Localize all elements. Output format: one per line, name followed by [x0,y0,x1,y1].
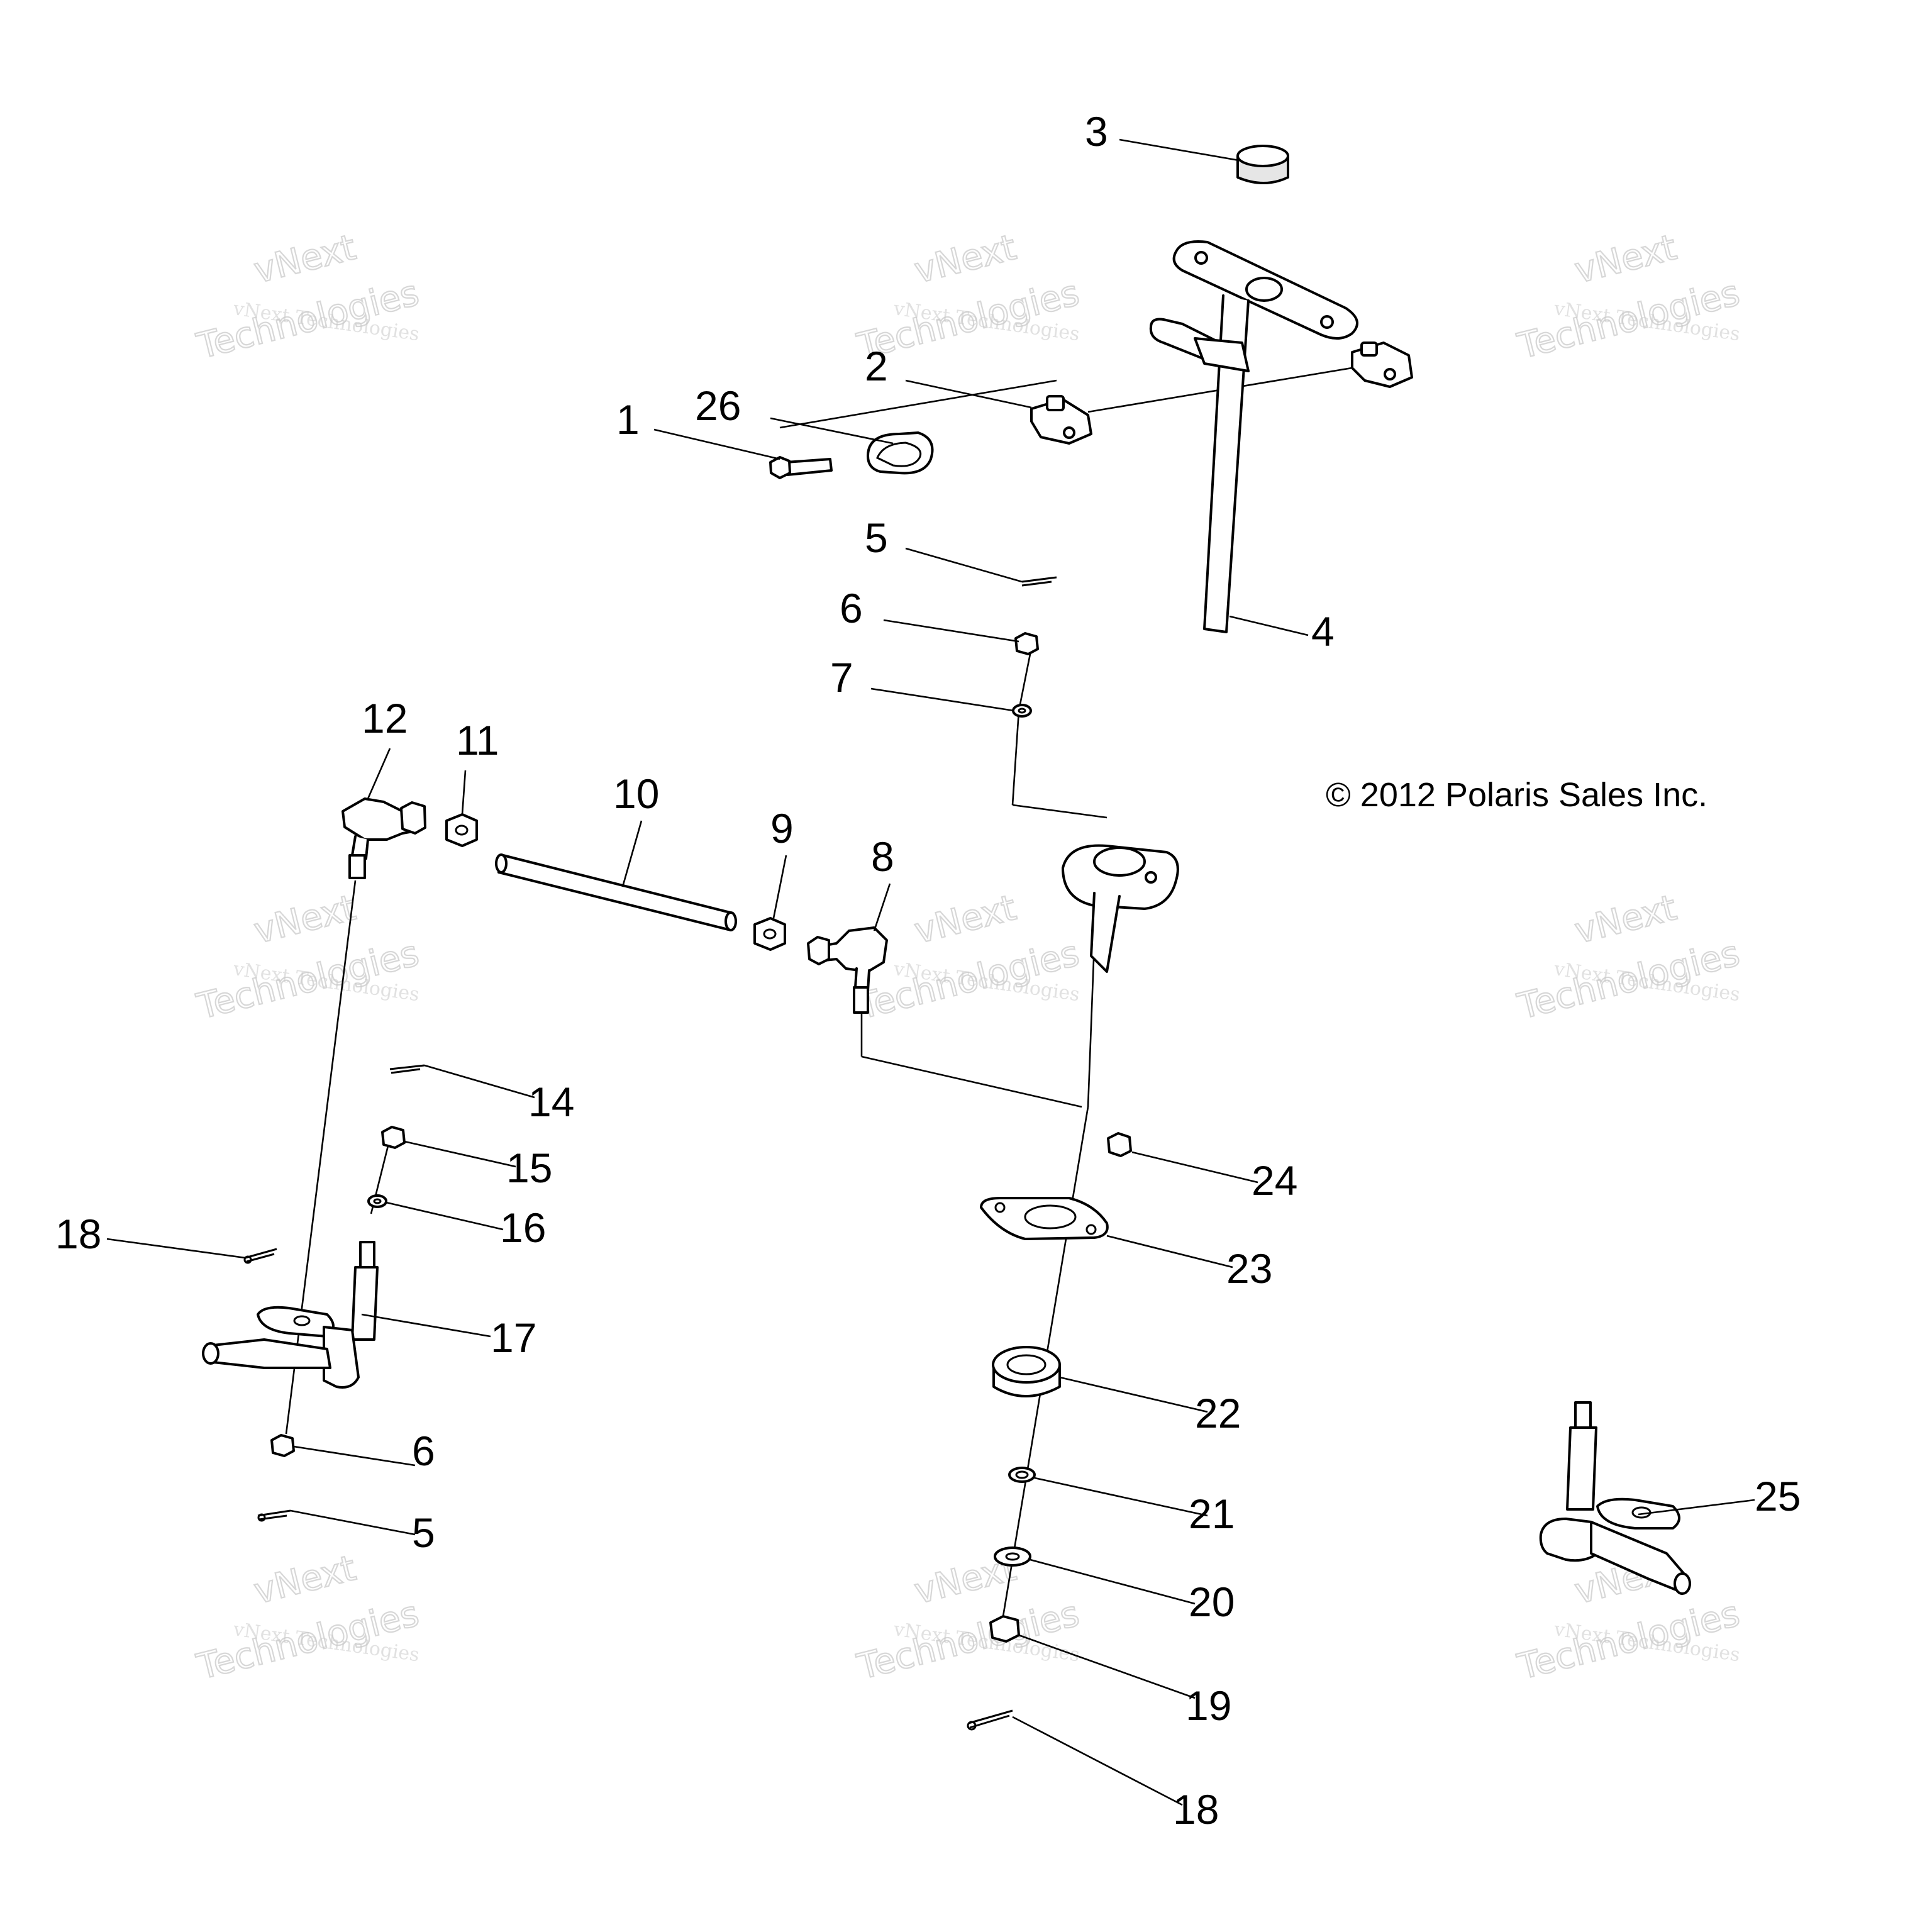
part-9-nut [753,917,786,951]
callout-7: 7 [830,654,853,701]
part-20-washer [994,1546,1031,1567]
callout-11: 11 [456,717,499,763]
callout-2: 2 [865,343,888,389]
part-17-spindle [202,1241,379,1389]
watermark: vNext Technologies vNext Technologies [192,226,424,368]
watermark-large-1: vNext [911,887,1020,952]
part-10-tie-rod [495,853,737,931]
part-26-bracket [867,431,934,475]
part-14-cotter-pin [389,1064,425,1074]
part-18-cotter-pin-left [243,1248,277,1264]
leader-lines [106,138,1755,1806]
part-16-washer [367,1194,387,1208]
watermark: vNext Technologies vNext Technologies [192,1547,424,1689]
part-12-tie-rod-end [341,797,426,879]
callout-19: 19 [1185,1682,1231,1729]
callout-24: 24 [1252,1157,1297,1204]
watermark-large-1: vNext [250,227,360,292]
part-5-cotter-pin-lower [257,1509,291,1522]
part-6-castle-nut-upper [1014,632,1039,655]
watermark-large-1: vNext [911,227,1020,292]
part-22-bearing [992,1346,1061,1397]
watermark: vNext Technologies vNext Technologies [1513,887,1745,1028]
part-23-flange [980,1197,1109,1240]
callout-26: 26 [695,382,741,429]
watermark: vNext Technologies vNext Technologies [192,887,424,1028]
part-7-washer [1012,704,1032,718]
callout-21: 21 [1189,1491,1235,1537]
callout-12: 12 [362,695,408,741]
part-2-clamp [1030,341,1413,445]
watermark: vNext Technologies vNext Technologies [853,1547,1084,1689]
callout-5-lower: 5 [412,1509,435,1556]
part-18-cotter-pin-bottom [967,1709,1013,1731]
callout-8: 8 [871,833,894,880]
part-25-spindle [1539,1401,1691,1595]
callout-6-upper: 6 [840,585,863,631]
callout-20: 20 [1189,1579,1235,1625]
callout-18-left: 18 [55,1211,101,1257]
watermark-large-1: vNext [250,1548,360,1613]
callout-6-lower: 6 [412,1428,435,1474]
part-15-castle-nut [381,1126,406,1149]
callout-4: 4 [1311,608,1335,655]
callout-16: 16 [500,1204,546,1251]
part-1-bolt [769,456,833,479]
part-24-nut [1107,1132,1132,1157]
watermark: vNext Technologies vNext Technologies [1513,226,1745,368]
part-6-castle-nut-lower [270,1434,295,1457]
copyright-notice: © 2012 Polaris Sales Inc. [1326,776,1707,814]
callout-14: 14 [528,1079,574,1125]
callout-15: 15 [506,1145,552,1191]
callout-labels: 3 2 1 26 5 6 7 4 8 9 10 11 12 14 15 16 1… [55,108,1801,1833]
callout-3: 3 [1085,108,1108,155]
part-5-cotter-pin-upper [1021,576,1057,587]
watermark-large-1: vNext [1571,227,1680,292]
part-19-castle-nut [989,1615,1020,1643]
callout-17: 17 [491,1314,536,1361]
part-4-steering-post [1062,240,1358,973]
callout-18-bottom: 18 [1173,1786,1219,1833]
part-8-tie-rod-end [807,926,888,1014]
callout-23: 23 [1226,1245,1272,1292]
callout-10: 10 [613,770,659,817]
part-3-cap [1236,145,1289,184]
callout-25: 25 [1755,1473,1801,1519]
callout-5-upper: 5 [865,514,888,561]
watermark-large-1: vNext [250,887,360,952]
part-21-spacer [1008,1467,1036,1483]
callout-9: 9 [770,805,794,852]
part-11-nut [445,813,478,847]
watermark: vNext Technologies vNext Technologies [853,887,1084,1028]
watermark-large-1: vNext [1571,887,1680,952]
callout-22: 22 [1195,1390,1241,1436]
callout-1: 1 [616,396,640,443]
